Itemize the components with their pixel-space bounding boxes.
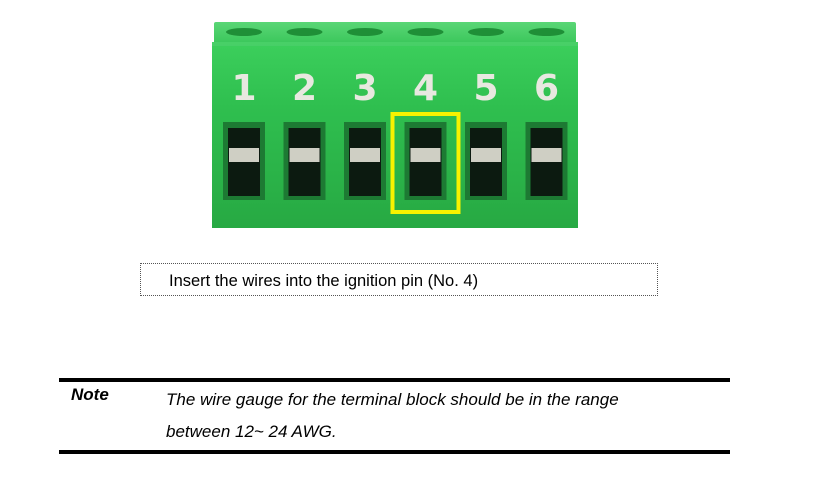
caption-text: Insert the wires into the ignition pin (…	[169, 272, 479, 290]
pin-number-5: 5	[473, 68, 498, 109]
wire-slot-6	[525, 122, 568, 200]
note-line-1: The wire gauge for the terminal block sh…	[166, 390, 619, 409]
note-label: Note	[71, 385, 109, 404]
pin-number-3: 3	[352, 68, 377, 109]
screw-hole-3	[347, 28, 383, 36]
caption-box: Insert the wires into the ignition pin (…	[140, 263, 658, 296]
wire-slot-3	[344, 122, 386, 200]
wire-slot-5	[465, 122, 507, 200]
block-body	[212, 42, 578, 228]
wire-slot-1	[223, 122, 265, 200]
ignition-pin-highlight	[390, 112, 461, 214]
note-bottom-rule	[59, 450, 730, 454]
pin-number-2: 2	[292, 68, 317, 109]
screw-hole-2	[286, 28, 323, 36]
note-top-rule	[59, 378, 730, 382]
wire-slots	[223, 122, 568, 200]
screw-hole-5	[468, 28, 504, 36]
screw-holes	[226, 28, 565, 36]
pin-number-4: 4	[413, 68, 438, 109]
note-line-2: between 12~ 24 AWG.	[166, 422, 337, 441]
note-text: The wire gauge for the terminal block sh…	[166, 384, 726, 448]
screw-hole-6	[528, 28, 565, 36]
screw-hole-1	[226, 28, 262, 36]
pin-number-1: 1	[231, 68, 256, 109]
wire-slot-2	[283, 122, 326, 200]
screw-hole-4	[407, 28, 444, 36]
wire-slot-4	[404, 122, 447, 200]
pin-number-6: 6	[534, 68, 559, 109]
